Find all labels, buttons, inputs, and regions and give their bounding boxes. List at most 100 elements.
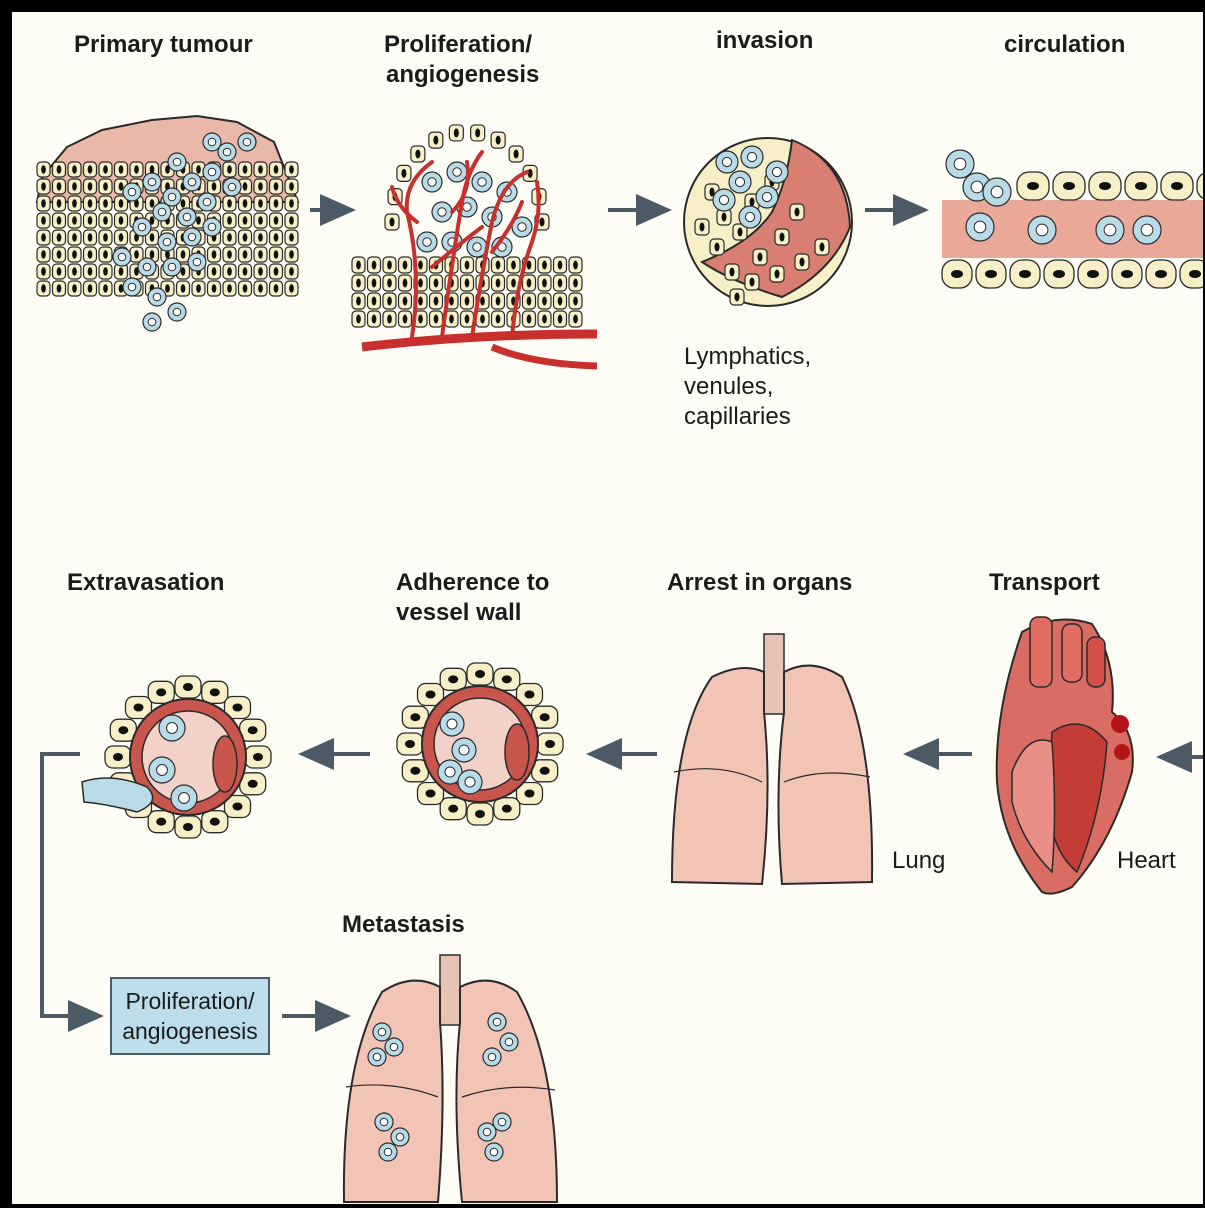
endothelial-cell: [494, 798, 520, 820]
normal-cell: [383, 311, 396, 327]
normal-cell: [53, 179, 66, 194]
normal-cell: [352, 275, 365, 291]
normal-cell: [523, 275, 536, 291]
tumour-cell: [149, 757, 175, 783]
normal-cell: [37, 264, 50, 279]
normal-cell: [538, 293, 551, 309]
normal-cell: [399, 311, 412, 327]
normal-cell: [37, 179, 50, 194]
proliferation-angiogenesis-box: Proliferation/ angiogenesis: [110, 977, 270, 1055]
normal-cell: [285, 247, 298, 262]
tumour-cell: [946, 150, 974, 178]
normal-cell: [368, 293, 381, 309]
lungs-illustration: [672, 634, 872, 884]
normal-cell: [509, 146, 523, 162]
normal-cell: [270, 264, 283, 279]
box-line2: angiogenesis: [122, 1016, 258, 1046]
endothelial-cell: [440, 798, 466, 820]
endothelial-cell: [1146, 260, 1176, 288]
endothelial-cell: [148, 811, 174, 833]
endothelial-cell: [1125, 172, 1157, 200]
normal-cell: [745, 274, 759, 290]
normal-cell: [84, 264, 97, 279]
normal-cell: [352, 311, 365, 327]
tumour-cell: [741, 146, 763, 168]
endothelial-cell: [175, 816, 201, 838]
label-lymphatics: Lymphatics,: [684, 342, 811, 372]
normal-cell: [53, 264, 66, 279]
normal-cell: [68, 281, 81, 296]
normal-cell: [53, 213, 66, 228]
normal-cell: [461, 293, 474, 309]
arrow-circulation-to-transport: [1160, 312, 1205, 757]
normal-cell: [68, 247, 81, 262]
endothelial-cell: [202, 811, 228, 833]
normal-cell: [430, 275, 443, 291]
endothelial-cell: [105, 746, 131, 768]
normal-cell: [285, 179, 298, 194]
normal-cell: [285, 162, 298, 177]
tumour-cell: [500, 1033, 518, 1051]
normal-cell: [523, 311, 536, 327]
tumour-cell: [966, 213, 994, 241]
tumour-cell: [766, 161, 788, 183]
normal-cell: [53, 247, 66, 262]
label-transport: Transport: [989, 568, 1100, 598]
normal-cell: [68, 213, 81, 228]
tumour-cell: [432, 202, 452, 222]
normal-cell: [270, 281, 283, 296]
normal-cell: [68, 162, 81, 177]
endothelial-cell: [1017, 172, 1049, 200]
label-adherence-line1: Adherence to: [396, 568, 549, 598]
normal-cell: [285, 213, 298, 228]
label-proliferation-line1: Proliferation/: [384, 30, 532, 60]
normal-cell: [430, 293, 443, 309]
normal-cell: [429, 132, 443, 148]
normal-cell: [68, 179, 81, 194]
normal-cell: [84, 179, 97, 194]
endothelial-cell: [537, 733, 563, 755]
label-primary-tumour: Primary tumour: [74, 30, 253, 60]
normal-cell: [399, 293, 412, 309]
tumour-cell: [447, 162, 467, 182]
normal-cell: [37, 162, 50, 177]
normal-cell: [84, 281, 97, 296]
normal-cell: [368, 257, 381, 273]
normal-cell: [37, 230, 50, 245]
tumour-cell: [440, 712, 464, 736]
normal-cell: [569, 311, 582, 327]
normal-cell: [53, 281, 66, 296]
endothelial-cell: [1161, 172, 1193, 200]
normal-cell: [383, 257, 396, 273]
endothelial-cell: [467, 663, 493, 685]
tumour-cell: [729, 171, 751, 193]
normal-cell: [37, 281, 50, 296]
normal-cell: [385, 214, 399, 230]
normal-cell: [449, 125, 463, 141]
endothelial-cell: [1197, 172, 1205, 200]
tumour-cell: [716, 151, 738, 173]
endothelial-cell: [1089, 172, 1121, 200]
label-heart: Heart: [1117, 846, 1176, 876]
flow-arrows: [42, 210, 1205, 1016]
label-invasion: invasion: [716, 26, 813, 56]
normal-cell: [84, 162, 97, 177]
tumour-cell: [756, 186, 778, 208]
endothelial-cell: [397, 733, 423, 755]
endothelial-cell: [1180, 260, 1205, 288]
normal-cell: [37, 213, 50, 228]
normal-cell: [554, 275, 567, 291]
primary-tumour-illustration: [37, 116, 298, 331]
normal-cell: [775, 229, 789, 245]
normal-cell: [37, 196, 50, 211]
normal-cell: [554, 293, 567, 309]
tumour-cell: [1028, 216, 1056, 244]
normal-cell: [554, 311, 567, 327]
endothelial-cell: [148, 681, 174, 703]
normal-cell: [397, 165, 411, 181]
normal-cell: [270, 247, 283, 262]
tumour-cell: [485, 1143, 503, 1161]
tumour-cell: [488, 1013, 506, 1031]
normal-cell: [725, 264, 739, 280]
